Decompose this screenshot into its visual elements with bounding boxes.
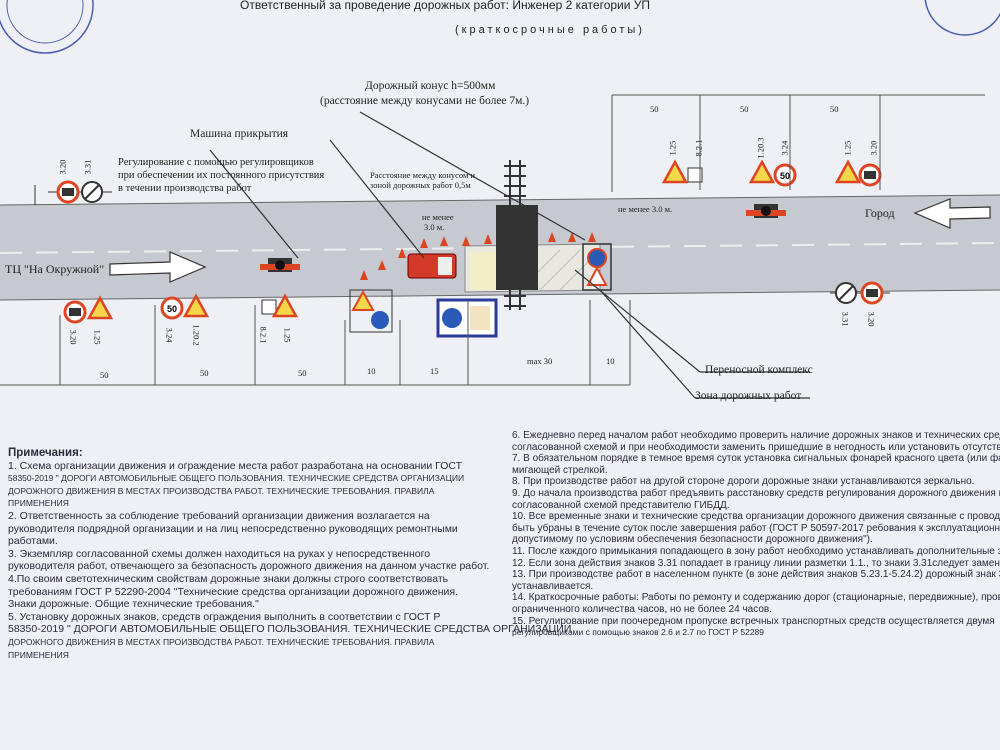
sign-group-bottom-right bbox=[830, 281, 890, 305]
sign-code-3-20-top: 3.20 bbox=[57, 159, 68, 175]
dim-bottom-1: 50 bbox=[100, 370, 109, 380]
responsible-header: Ответственный за проведение дорожных раб… bbox=[240, 0, 651, 12]
regulation-label-2: при обеспечении их постоянного присутств… bbox=[118, 170, 325, 181]
cone-label: Дорожный конус h=500мм bbox=[365, 80, 496, 92]
barrier-block bbox=[349, 289, 393, 333]
traffic-controller-left bbox=[260, 258, 300, 272]
svg-text:50: 50 bbox=[167, 304, 177, 314]
sign-code-3-24-top-right: 3.24 bbox=[779, 140, 790, 156]
notes-title: Примечания: bbox=[8, 447, 83, 459]
regulation-label-1: Регулирование с помощью регулировщиков bbox=[118, 157, 314, 168]
signs-top-right: 50 bbox=[661, 159, 882, 187]
leader-lines bbox=[209, 111, 810, 399]
work-zone-label: Зона дорожных работ bbox=[695, 390, 802, 402]
signs-bottom-left: 50 bbox=[59, 293, 401, 385]
sign-code-1-20-3-top-right: 1.20.3 bbox=[755, 137, 766, 159]
sign-code-3-20-bottom-right: 3.20 bbox=[866, 311, 877, 327]
direction-arrow-left bbox=[913, 198, 991, 229]
dim-top-1: 50 bbox=[650, 104, 659, 114]
portable-complex-label: Переносной комплекс bbox=[705, 364, 813, 376]
road-cones bbox=[360, 232, 596, 280]
cone-distance-label-1: Расстояние между конусом и bbox=[370, 170, 476, 180]
stamp-right bbox=[924, 0, 1000, 36]
regulation-label-3: в течении производства работ bbox=[118, 183, 252, 194]
sign-code-1-20-2-bottom: 1.20.2 bbox=[191, 324, 202, 346]
sign-code-3-24-bottom: 3.24 bbox=[164, 327, 175, 343]
center-line bbox=[0, 242, 1000, 254]
direction-arrow-right bbox=[109, 251, 207, 283]
stamp-left bbox=[0, 0, 94, 54]
traffic-controller-right bbox=[746, 204, 786, 218]
sign-code-3-20-bottom: 3.20 bbox=[68, 329, 79, 345]
dim-bottom-7: 10 bbox=[606, 356, 615, 366]
dimension-lines-top bbox=[611, 94, 985, 192]
cover-vehicle-label: Машина прикрытия bbox=[190, 128, 289, 140]
cone-distance-label-2: зоной дорожных работ 0,5м bbox=[370, 180, 471, 190]
min-distance-right: не менее 3.0 м. bbox=[618, 204, 673, 214]
notes-left: Примечания: 1. Схема организации движени… bbox=[8, 447, 572, 660]
dim-bottom-2: 50 bbox=[200, 368, 209, 378]
dim-bottom-4: 10 bbox=[367, 366, 376, 376]
origin-label: ТЦ "На Окружной" bbox=[5, 262, 105, 276]
dim-bottom-5: 15 bbox=[430, 366, 439, 376]
sign-code-1-25-top-right-2: 1.25 bbox=[842, 140, 853, 156]
sign-code-1-25-bottom: 1.25 bbox=[92, 329, 103, 345]
dim-bottom-3: 50 bbox=[298, 368, 307, 378]
sign-code-8-2-1-top-right: 8.2.1 bbox=[693, 139, 704, 157]
sign-code-3-31-bottom-right: 3.31 bbox=[840, 311, 851, 327]
min-distance-left-1: не менее bbox=[422, 212, 454, 222]
dim-bottom-6: max 30 bbox=[527, 356, 553, 366]
sign-code-3-20-top-right: 3.20 bbox=[868, 140, 879, 156]
stamp-left-inner bbox=[6, 0, 84, 44]
railway-crossing bbox=[496, 205, 538, 290]
keep-right-sign-zone bbox=[587, 248, 607, 268]
portable-complex-frame bbox=[582, 243, 612, 291]
notes-right: 6. Ежедневно перед началом работ необход… bbox=[512, 430, 1000, 638]
sign-code-1-25-bottom-2: 1.25 bbox=[282, 327, 293, 343]
destination-label: Город bbox=[865, 206, 895, 220]
short-term-title: (краткосрочные работы) bbox=[455, 24, 645, 36]
sign-group-top-left bbox=[34, 180, 112, 205]
sign-code-8-2-1-bottom: 8.2.1 bbox=[258, 326, 269, 344]
svg-text:50: 50 bbox=[780, 171, 790, 181]
min-distance-left-2: 3.0 м. bbox=[424, 222, 445, 232]
sign-code-3-31-top: 3.31 bbox=[82, 159, 93, 175]
cone-spacing-label: (расстояние между конусами не более 7м.) bbox=[320, 95, 530, 107]
dim-top-2: 50 bbox=[740, 104, 749, 114]
dim-top-3: 50 bbox=[830, 104, 839, 114]
sign-code-1-25-top-right: 1.25 bbox=[667, 140, 678, 156]
